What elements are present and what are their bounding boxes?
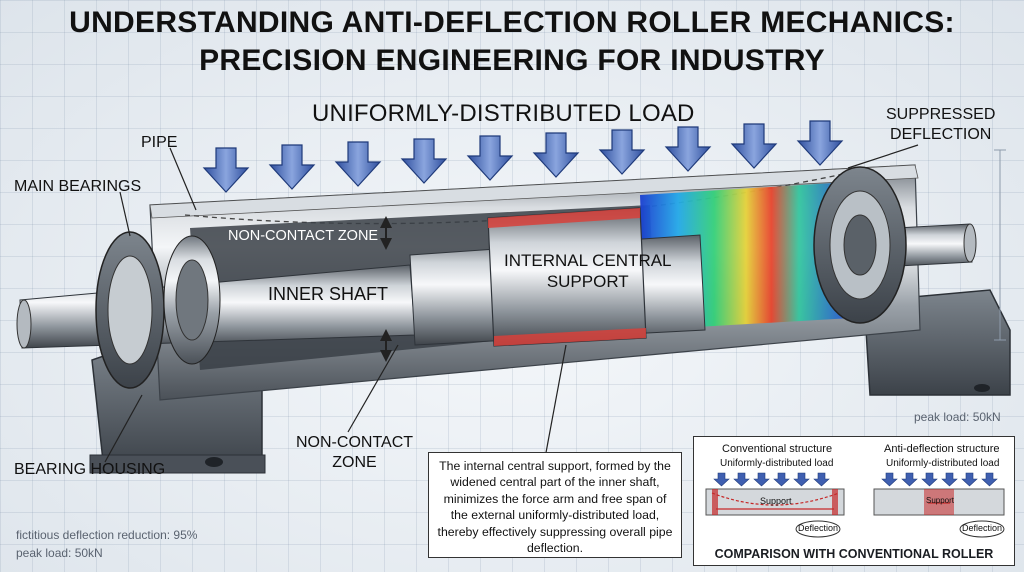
load-arrow — [202, 147, 250, 193]
central-line-1: INTERNAL CENTRAL — [504, 251, 672, 270]
anti-deflection-diagram — [873, 472, 1005, 538]
inner-shaft-label: INNER SHAFT — [268, 284, 389, 304]
anti-deflection-caption: Deflection — [962, 523, 1003, 533]
load-arrow — [730, 123, 778, 169]
comparison-graphic — [705, 472, 1005, 538]
load-arrow — [334, 141, 382, 187]
central-line-2: SUPPORT — [546, 272, 629, 291]
conventional-title: Conventional structure — [722, 443, 833, 455]
comparison-panel: Conventional structure Uniformly-distrib… — [693, 436, 1015, 566]
load-arrow — [466, 135, 514, 181]
non-contact-bottom-line-2: ZONE — [332, 454, 377, 471]
title-line-2: PRECISION ENGINEERING FOR INDUSTRY — [199, 44, 825, 77]
conventional-support-caption: Support — [760, 496, 792, 506]
left-bearing — [95, 231, 221, 389]
peak-load-note-left: peak load: 50kN — [16, 546, 103, 560]
conventional-deflection-caption: Deflection — [798, 523, 839, 533]
anti-title: Anti-deflection structure — [884, 443, 1000, 455]
title-line-1: UNDERSTANDING ANTI-DEFLECTION ROLLER MEC… — [69, 6, 955, 39]
suppressed-deflection-label: SUPPRESSED DEFLECTION — [886, 105, 995, 145]
central-support-label: INTERNAL CENTRAL SUPPORT — [504, 250, 672, 292]
load-arrow — [400, 138, 448, 184]
right-bearing — [813, 166, 907, 324]
conventional-load-caption: Uniformly-distributed load — [720, 458, 834, 469]
suppressed-line-1: SUPPRESSED — [886, 106, 996, 123]
anti-support-caption: Support — [926, 496, 955, 505]
non-contact-zone-bottom-label: NON-CONTACT ZONE — [296, 433, 413, 473]
load-arrow — [796, 120, 844, 166]
load-label: UNIFORMLY-DISTRIBUTED LOAD — [312, 100, 695, 127]
conventional-diagram — [705, 472, 845, 538]
non-contact-bottom-line-1: NON-CONTACT — [296, 434, 414, 451]
bearing-housing-label: BEARING HOUSING — [14, 461, 166, 478]
suppressed-line-2: DEFLECTION — [890, 126, 992, 143]
main-bearings-label: MAIN BEARINGS — [14, 178, 142, 195]
explanation-callout: The internal central support, formed by … — [428, 452, 682, 558]
comparison-footer: COMPARISON WITH CONVENTIONAL ROLLER — [714, 547, 994, 561]
load-arrow — [598, 129, 646, 175]
load-arrow — [664, 126, 712, 172]
anti-load-caption: Uniformly-distributed load — [886, 458, 1000, 469]
peak-load-note-right: peak load: 50kN — [914, 410, 1001, 424]
pipe-label: PIPE — [141, 134, 178, 151]
non-contact-zone-top-label: NON-CONTACT ZONE — [228, 228, 379, 244]
load-arrow — [268, 144, 316, 190]
load-arrow — [532, 132, 580, 178]
reduction-note: fictitious deflection reduction: 95% — [16, 528, 198, 542]
